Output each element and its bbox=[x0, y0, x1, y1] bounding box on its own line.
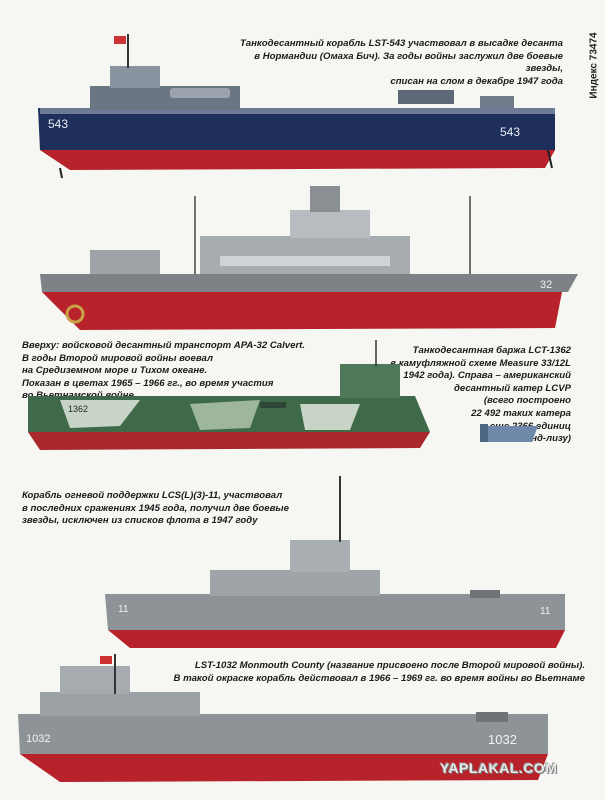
lst543-deck-stripe bbox=[40, 108, 555, 114]
apa32-stern-house bbox=[90, 250, 160, 274]
lst543-bow-platform bbox=[398, 90, 454, 104]
apa32-bridge bbox=[290, 210, 370, 238]
lst543-hull-blue bbox=[38, 108, 555, 150]
apa32-superstructure bbox=[200, 236, 410, 274]
caption-lst-1032: LST-1032 Monmouth County (название присв… bbox=[173, 660, 585, 684]
boat-lcvp bbox=[480, 424, 538, 442]
lst543-hull-red bbox=[40, 150, 555, 170]
lst1032-bow-gun bbox=[476, 712, 508, 722]
lct1362-gun bbox=[260, 402, 286, 408]
apa32-funnel bbox=[310, 186, 340, 212]
watermark: YAPLAKAL.COM bbox=[440, 760, 558, 776]
lct1362-hull-red bbox=[28, 432, 430, 450]
caption-apa-32: Вверху: войсковой десантный транспорт AP… bbox=[22, 340, 306, 402]
lst543-hull-number-stern: 543 bbox=[48, 117, 68, 131]
apa32-hull-red bbox=[42, 292, 562, 330]
lst543-bow-anchor bbox=[547, 149, 553, 169]
lcs11-deckhouse bbox=[210, 570, 380, 596]
lst543-flag bbox=[114, 36, 126, 44]
lcs11-bridge bbox=[290, 540, 350, 572]
lcs11-hull-number-stern: 11 bbox=[118, 604, 129, 615]
ship-lct-1362: 1362 bbox=[28, 340, 430, 450]
lct1362-camo-patch-1 bbox=[60, 400, 140, 428]
lst1032-hull-number-bow: 1032 bbox=[488, 732, 517, 747]
lcvp-hull bbox=[480, 426, 538, 442]
lcs11-hull-red bbox=[108, 630, 565, 648]
apa32-hull-number: 32 bbox=[540, 279, 552, 291]
lct1362-camo-patch-3 bbox=[300, 404, 360, 430]
lst1032-hull-red bbox=[20, 754, 548, 782]
lct1362-camo-patch-2 bbox=[190, 400, 260, 430]
apa32-prop bbox=[65, 304, 85, 324]
lst1032-hull-number-stern: 1032 bbox=[26, 733, 50, 745]
lcs11-hull-gray bbox=[105, 594, 565, 630]
lct1362-hull-number: 1362 bbox=[68, 404, 88, 414]
lst543-gun-mount bbox=[480, 96, 514, 108]
lct1362-wheelhouse bbox=[340, 364, 400, 398]
lst543-boat-left bbox=[170, 88, 230, 98]
lst1032-bridge bbox=[60, 666, 130, 694]
lst543-prop-shaft bbox=[59, 167, 63, 179]
lst1032-hull-gray bbox=[18, 714, 548, 754]
ship-lst-1032: 1032 1032 bbox=[18, 654, 548, 782]
lst543-hull-number-bow: 543 bbox=[500, 125, 520, 139]
caption-lst-543: Танкодесантный корабль LST-543 участвова… bbox=[239, 38, 563, 87]
lst1032-flag bbox=[100, 656, 112, 664]
lst543-bridge bbox=[110, 66, 160, 88]
caption-lcs-11: Корабль огневой поддержки LCS(L)(3)-11, … bbox=[22, 490, 289, 527]
ship-lcs-11: 11 11 bbox=[105, 476, 565, 648]
ship-apa-32: 32 bbox=[40, 186, 578, 330]
lcvp-ramp bbox=[480, 424, 488, 442]
lcs11-hull-number-bow: 11 bbox=[540, 606, 551, 617]
lst1032-superstructure bbox=[40, 692, 200, 716]
lcs11-bow-gun bbox=[470, 590, 500, 598]
apa32-boats bbox=[220, 256, 390, 266]
ship-lst-543: 543 543 bbox=[38, 34, 555, 179]
apa32-hull-gray bbox=[40, 274, 578, 292]
